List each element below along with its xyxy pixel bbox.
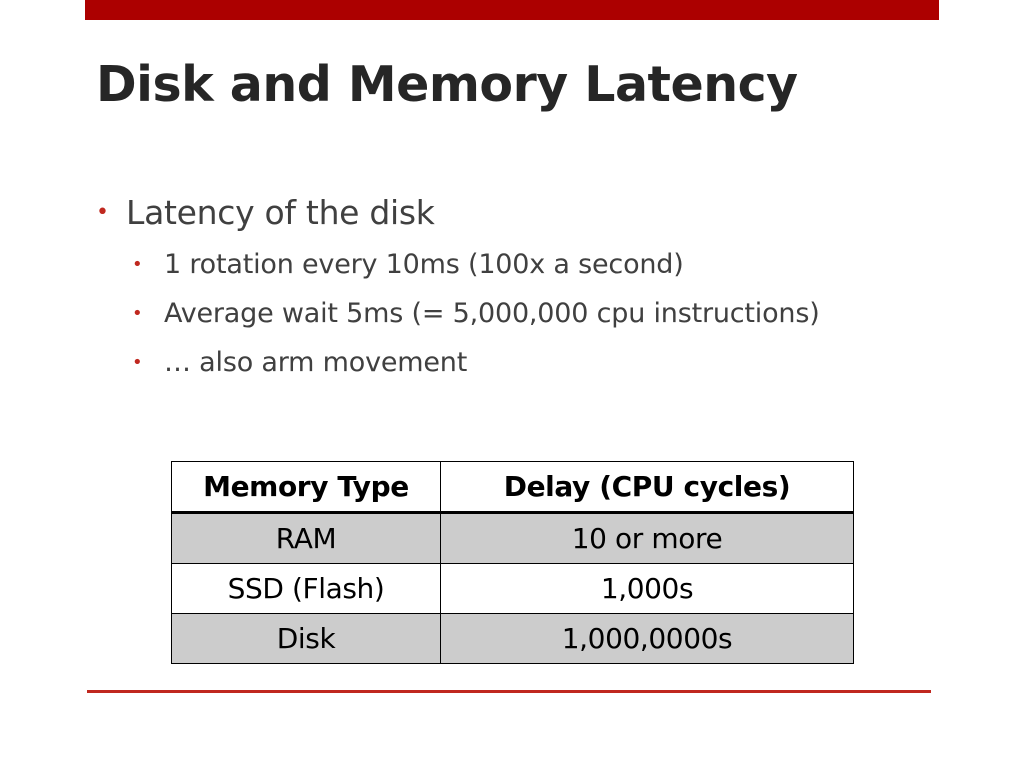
bullet-marker: • [96, 200, 109, 225]
bullet-item: • Latency of the disk • 1 rotation every… [96, 188, 820, 387]
table-row: Disk 1,000,0000s [171, 613, 854, 664]
table-cell-delay: 10 or more [440, 512, 854, 564]
latency-table: Memory Type Delay (CPU cycles) RAM 10 or… [171, 461, 854, 664]
table-header-row: Memory Type Delay (CPU cycles) [171, 461, 854, 514]
sub-bullet-item: • 1 rotation every 10ms (100x a second) [132, 240, 820, 289]
table-cell-memory-type: RAM [171, 512, 441, 564]
sub-bullet-item: • Average wait 5ms (= 5,000,000 cpu inst… [132, 289, 820, 338]
bullet-text: Latency of the disk [126, 193, 435, 232]
slide-title: Disk and Memory Latency [96, 56, 798, 113]
table-cell-memory-type: Disk [171, 613, 441, 664]
table-row: SSD (Flash) 1,000s [171, 563, 854, 614]
bullet-list: • Latency of the disk • 1 rotation every… [96, 188, 820, 387]
sub-bullet-text: 1 rotation every 10ms (100x a second) [164, 249, 684, 280]
bullet-marker: • [132, 303, 143, 324]
bottom-divider [87, 690, 931, 693]
table-row: RAM 10 or more [171, 512, 854, 564]
bullet-marker: • [132, 352, 143, 373]
table-cell-delay: 1,000s [440, 563, 854, 614]
table-cell-delay: 1,000,0000s [440, 613, 854, 664]
table-cell-memory-type: SSD (Flash) [171, 563, 441, 614]
column-header-delay: Delay (CPU cycles) [440, 461, 854, 514]
sub-bullet-item: • … also arm movement [132, 338, 820, 387]
bullet-marker: • [132, 254, 143, 275]
top-accent-bar [85, 0, 939, 20]
sub-bullet-text: … also arm movement [164, 347, 468, 378]
sub-bullet-text: Average wait 5ms (= 5,000,000 cpu instru… [164, 298, 820, 329]
sub-bullet-list: • 1 rotation every 10ms (100x a second) … [126, 240, 820, 387]
column-header-memory-type: Memory Type [171, 461, 441, 514]
